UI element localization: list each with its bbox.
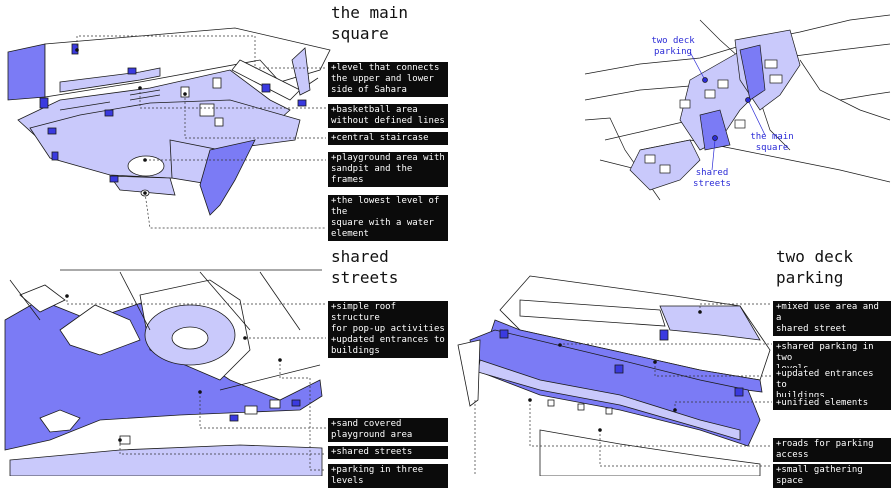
main-square-leaders	[76, 35, 326, 229]
shared-streets-label-roof-structure: +simple roof structure for pop-up activi…	[328, 301, 448, 336]
main-square-drawing	[7, 27, 331, 216]
site-map-label-parking: two deck parking	[651, 36, 695, 57]
diagram-canvas: the main square +level that connects the…	[4, 3, 891, 488]
drawings-layer	[4, 10, 891, 476]
main-square-dots	[75, 48, 187, 195]
two-deck-parking-label-mixed-use: +mixed use area and a shared street	[773, 301, 891, 336]
two-deck-parking-drawing	[457, 275, 771, 476]
site-map-label-streets: shared streets	[693, 168, 731, 189]
two-deck-parking-label-gathering-space: +small gathering space	[773, 464, 891, 488]
shared-streets-label-entrances: +updated entrances to buildings	[328, 334, 448, 358]
two-deck-parking-dots	[528, 310, 702, 432]
main-square-title: the main square	[331, 3, 409, 43]
shared-streets-label-parking-three-levels: +parking in three levels	[328, 464, 448, 488]
site-map-label-square: the main square	[750, 132, 794, 153]
two-deck-parking-title: two deck parking	[776, 247, 854, 287]
shared-streets-leaders	[66, 296, 326, 471]
main-square-label-central-staircase: +central staircase	[328, 132, 448, 145]
two-deck-parking-label-unified-elements: +unified elements	[773, 397, 891, 410]
main-square-label-lowest-level: +the lowest level of the square with a w…	[328, 195, 448, 241]
shared-streets-label-sand-playground: +sand covered playground area	[328, 418, 448, 442]
two-deck-parking-label-roads: +roads for parking access	[773, 438, 891, 462]
shared-streets-drawing	[4, 269, 323, 476]
site-map	[584, 10, 891, 205]
shared-streets-label-shared-streets: +shared streets	[328, 446, 448, 459]
main-square-label-basketball-area: +basketball area without defined lines	[328, 104, 448, 128]
main-square-label-connecting-level: +level that connects the upper and lower…	[328, 62, 448, 97]
main-square-label-playground: +playground area with sandpit and the fr…	[328, 152, 448, 187]
shared-streets-title: shared streets	[331, 247, 399, 287]
shared-streets-dots	[65, 294, 282, 442]
